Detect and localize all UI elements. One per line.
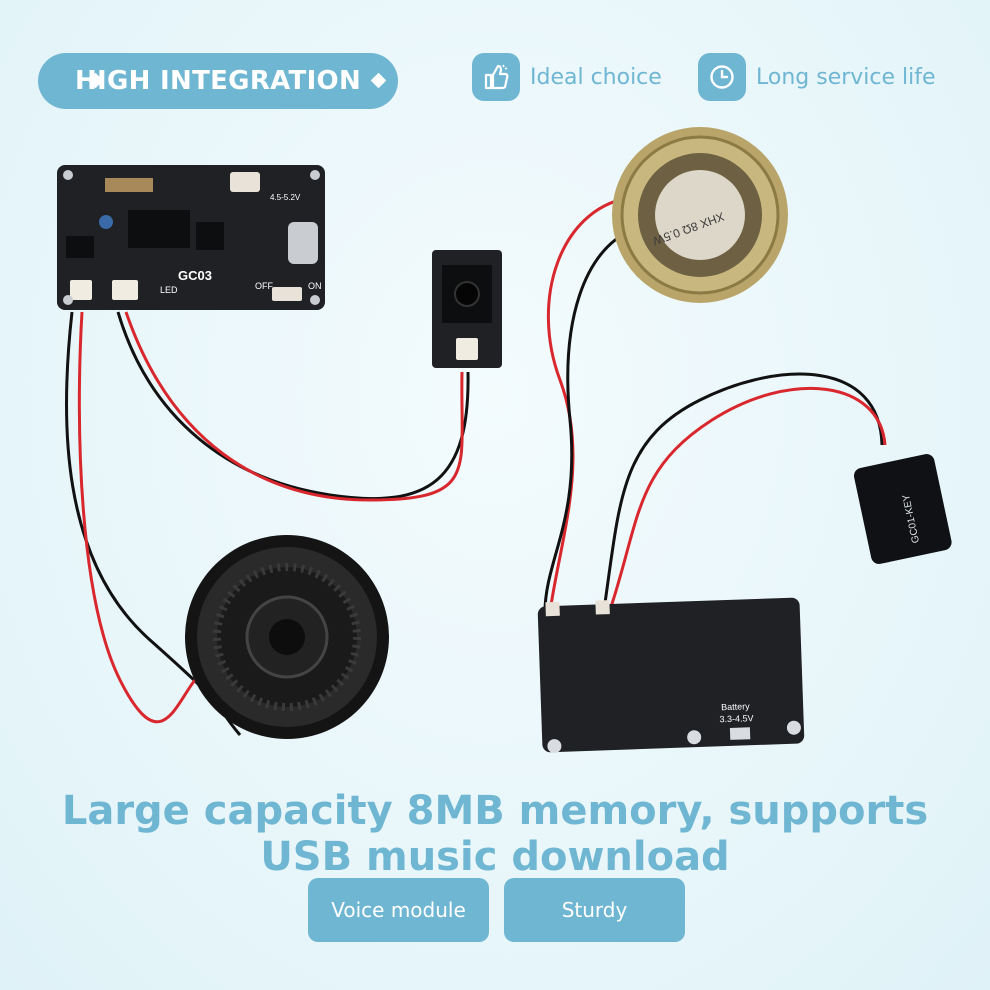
battery-board: Battery 3.3-4.5V (537, 597, 805, 754)
push-button-module (432, 250, 502, 368)
headline-caption: Large capacity 8MB memory, supports USB … (0, 788, 990, 880)
battery-label: Battery (721, 701, 750, 712)
voice-module-button[interactable]: Voice module (308, 878, 489, 942)
gold-speaker: XHX 8Ω 0.5W (612, 127, 788, 303)
headline-line-2: USB music download (260, 834, 730, 880)
clock-icon (698, 53, 746, 101)
high-integration-badge: HIGH INTEGRATION (38, 53, 398, 109)
feature-label: Long service life (756, 64, 936, 90)
thumbs-up-icon (472, 53, 520, 101)
sturdy-button[interactable]: Sturdy (504, 878, 685, 942)
voltage-label: 4.5-5.2V (270, 193, 301, 202)
main-board-label: GC03 (178, 268, 212, 283)
feature-long-service-life: Long service life (698, 53, 936, 101)
headline-line-1: Large capacity 8MB memory, supports (61, 788, 929, 834)
badge-label: HIGH INTEGRATION (74, 66, 362, 96)
main-board-gc03: GC03 LED OFF ON 4.5-5.2V (57, 165, 325, 310)
black-speaker (185, 535, 389, 739)
feature-label: Ideal choice (530, 64, 662, 90)
key-module: GC01-KEY (853, 454, 952, 564)
on-pin-label: ON (308, 281, 322, 291)
led-pin-label: LED (160, 285, 178, 295)
off-pin-label: OFF (255, 281, 273, 291)
wires (64, 196, 887, 736)
feature-ideal-choice: Ideal choice (472, 53, 662, 101)
battery-voltage-label: 3.3-4.5V (719, 713, 753, 724)
